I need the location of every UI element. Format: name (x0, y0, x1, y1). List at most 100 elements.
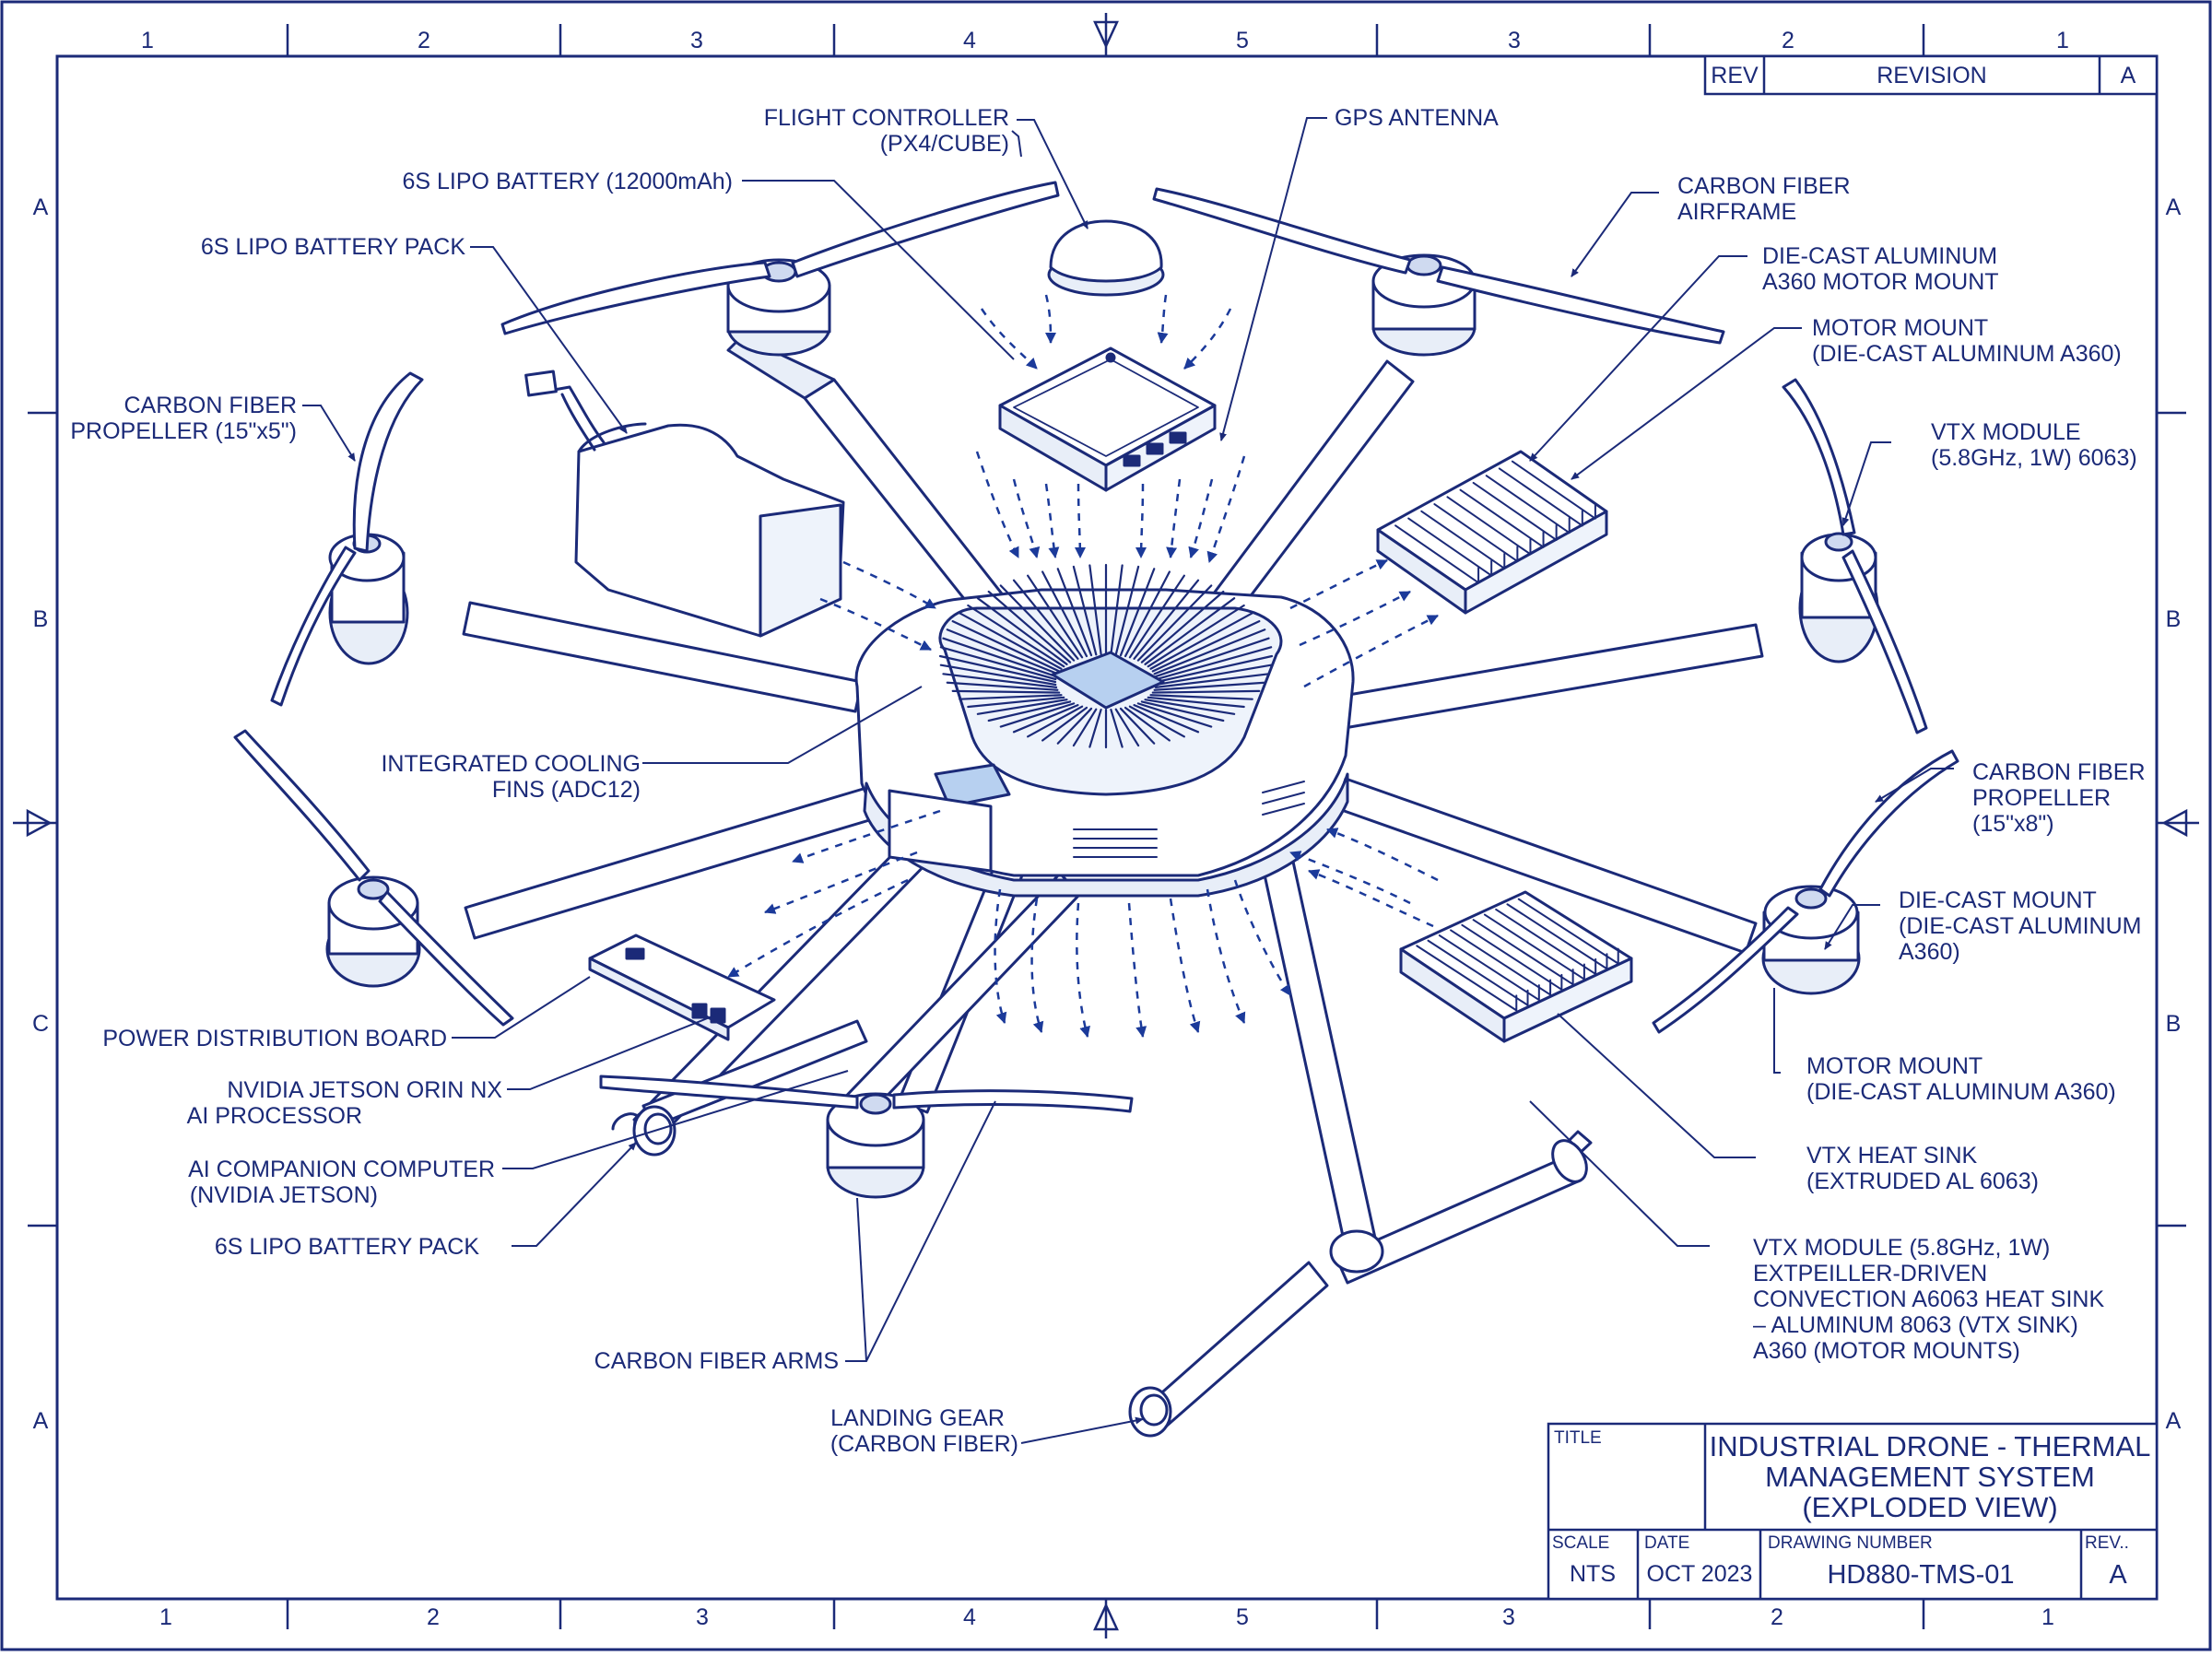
cooling-fin (938, 654, 1057, 684)
leader-lines (302, 117, 1954, 1444)
motor-left (270, 371, 424, 707)
motor-right (1782, 378, 1928, 734)
heat-sink-fin (1459, 488, 1545, 548)
motor-top-right (1152, 187, 1725, 357)
drone-illustration (233, 181, 1959, 1438)
vtx-module-notes-label-5: A360 (MOTOR MOUNTS) (1753, 1338, 2020, 1364)
vtx-module-top-label-2: (5.8GHz, 1W) 6063) (1931, 445, 2137, 471)
cooling-fin (1088, 564, 1102, 655)
heat-sink-fin (1416, 945, 1518, 1012)
cooling-fin (1072, 708, 1098, 747)
cooling-fin (1012, 579, 1079, 660)
vtx-heat-sink-top (1376, 450, 1608, 615)
zone-label: C (32, 1011, 49, 1037)
carbon-fiber-propeller-right-label-1: CARBON FIBER (1972, 759, 2146, 785)
thermal-pad (934, 763, 1011, 808)
zone-label: 1 (159, 1604, 172, 1630)
zone-label: 4 (963, 28, 976, 53)
zone-label: 5 (1236, 1604, 1249, 1630)
cooling-fin (942, 637, 1058, 678)
zone-labels-right: A B B A (2166, 194, 2182, 1434)
heat-sink-fin (1517, 898, 1619, 965)
zone-label: 1 (2041, 1604, 2054, 1630)
hub-side-module (888, 789, 993, 873)
zone-label: B (2166, 606, 2182, 632)
cooling-fin (1124, 706, 1171, 742)
carbon-fiber-airframe-label-2: AIRFRAME (1677, 199, 1796, 225)
vtx-module-top-label-1: VTX MODULE (1931, 419, 2081, 445)
heat-sink-fin (1511, 460, 1596, 520)
drawing-number-caption: DRAWING NUMBER (1768, 1533, 1933, 1553)
heat-sink-fin (1427, 939, 1529, 1006)
landing-gear-label-2: (CARBON FIBER) (830, 1431, 1018, 1457)
ai-companion-computer-label-2: (NVIDIA JETSON) (190, 1182, 378, 1208)
title-block: TITLE INDUSTRIAL DRONE - THERMAL MANAGEM… (1547, 1422, 2159, 1601)
heat-sink-fin (1420, 510, 1506, 570)
cooling-fin (1155, 654, 1274, 684)
cooling-fin (1041, 570, 1088, 658)
power-distribution-board-label: POWER DISTRIBUTION BOARD (102, 1026, 447, 1051)
die-cast-mount-label-1: DIE-CAST MOUNT (1899, 887, 2097, 913)
cooling-fin (1110, 709, 1124, 748)
rev-caption: REV.. (2085, 1533, 2129, 1553)
cooling-fin (1151, 689, 1261, 694)
cooling-fin (1144, 597, 1236, 665)
nvidia-jetson-orin-label-2: AI PROCESSOR (187, 1103, 362, 1129)
vtx-heat-sink-fins-top (1394, 460, 1596, 584)
revision-block: REV REVISION A (1703, 54, 2159, 96)
motor-bottom-left (233, 729, 514, 1027)
flight-controller-label-1: FLIGHT CONTROLLER (764, 105, 1009, 131)
cooling-fin (959, 694, 1063, 700)
cooling-fin (1151, 620, 1261, 673)
zone-label: 2 (1771, 1604, 1783, 1630)
heat-sink-fin (1394, 524, 1480, 584)
cooling-fin (999, 702, 1076, 728)
cooling-fin (951, 689, 1061, 694)
cooling-fin (1147, 604, 1245, 668)
power-distribution-board (588, 934, 776, 1041)
callout-labels: FLIGHT CONTROLLER (PX4/CUBE) GPS ANTENNA… (70, 105, 2145, 1457)
revision-header: REVISION (1877, 63, 1986, 88)
zone-label: 3 (1508, 28, 1521, 53)
cooling-fin (1056, 568, 1093, 657)
vtx-module-notes-label-4: – ALUMINUM 8063 (VTX SINK) (1753, 1312, 2078, 1338)
landing-gear-label-1: LANDING GEAR (830, 1405, 1005, 1431)
cooling-fin (967, 604, 1065, 668)
cooling-fin (1155, 664, 1273, 687)
centering-marks (13, 13, 2199, 1638)
cooling-fin (942, 673, 1058, 689)
heat-sink-fin (1498, 467, 1583, 527)
cooling-fin (1027, 574, 1084, 659)
scale-caption: SCALE (1552, 1533, 1609, 1553)
heat-sink-fin (1461, 923, 1563, 991)
carbon-fiber-propeller-left-label-2: PROPELLER (15"x5") (70, 418, 297, 444)
cooling-fin (967, 696, 1065, 709)
die-cast-a360-label-2: A360 MOTOR MOUNT (1762, 269, 1999, 295)
zone-label: 2 (427, 1604, 440, 1630)
cooling-fin (987, 590, 1072, 664)
title-line-1: INDUSTRIAL DRONE - THERMAL (1710, 1430, 2151, 1462)
heat-sink-fin (1472, 481, 1558, 541)
cooling-fin (1155, 646, 1273, 681)
zone-label: 3 (1502, 1604, 1515, 1630)
cooling-fin (946, 628, 1059, 675)
zone-label: 3 (696, 1604, 709, 1630)
cooling-fin (1056, 707, 1093, 745)
die-cast-mount-label-3: A360) (1899, 939, 1960, 965)
carbon-fiber-arms-label: CARBON FIBER ARMS (594, 1348, 839, 1374)
cooling-fin (1133, 704, 1200, 734)
zone-label: A (2166, 194, 2182, 220)
cooling-fin (939, 664, 1057, 687)
motor-bottom-center (599, 1075, 1134, 1199)
drawing-number-value: HD880-TMS-01 (1827, 1560, 2014, 1590)
zone-label: A (33, 1408, 49, 1434)
motor-bottom-right (1652, 749, 1959, 1034)
zone-labels-left: A B C A (32, 194, 49, 1434)
cooling-fin (1147, 696, 1245, 709)
zone-label: 5 (1236, 28, 1249, 53)
vtx-module-notes-label-2: EXTPEILLER-DRIVEN (1753, 1261, 1987, 1286)
cooling-fin (1012, 704, 1079, 734)
flight-controller (998, 346, 1217, 492)
cooling-fin (1133, 579, 1200, 660)
heat-sink-fin (1450, 929, 1552, 996)
